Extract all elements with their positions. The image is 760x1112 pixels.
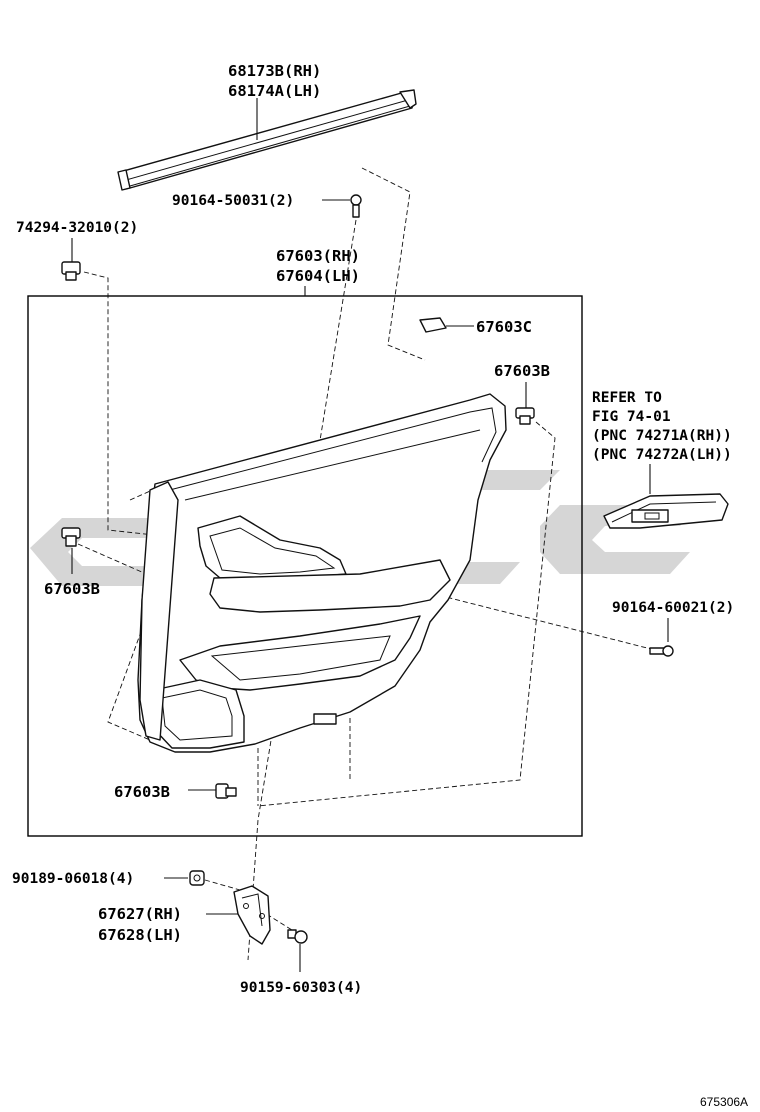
label-bracket-lh: 67628(LH) [98,926,182,944]
label-screw-bracket: 90159-60303(4) [240,980,362,996]
label-screw-top: 90164-50031(2) [172,193,294,209]
screw-bracket-icon [287,929,308,944]
refer-note-line1: REFER TO [592,390,662,406]
refer-note-line4: (PNC 74272A(LH)) [592,447,732,463]
label-nut-left: 90189-06018(4) [12,871,134,887]
bracket-part [233,885,271,945]
label-trim-rh: 67603(RH) [276,247,360,265]
belt-moulding-part [117,89,417,191]
refer-note-line3: (PNC 74271A(RH)) [592,428,732,444]
refer-note-line2: FIG 74-01 [592,409,671,425]
label-clip-b-upper-right: 67603B [494,362,550,380]
label-clip-74294: 74294-32010(2) [16,220,138,236]
clip-b-bottom-icon [215,783,237,799]
label-pad-67603c: 67603C [476,318,532,336]
screw-top-icon [350,194,362,218]
nut-left-icon [189,870,205,886]
door-trim-panel [137,393,507,753]
pad-67603c-icon [419,317,447,333]
label-belt-moulding-lh: 68174A(LH) [228,82,321,100]
clip-b-upper-right-icon [515,407,535,425]
label-clip-b-bottom: 67603B [114,783,170,801]
clip-74294-icon [61,261,81,281]
label-bracket-rh: 67627(RH) [98,905,182,923]
label-trim-lh: 67604(LH) [276,267,360,285]
label-screw-right: 90164-60021(2) [612,600,734,616]
label-belt-moulding-rh: 68173B(RH) [228,62,321,80]
figure-number: 675306A [700,1095,748,1109]
clip-b-left-icon [61,527,81,547]
switch-panel-part [603,493,729,529]
label-clip-b-left: 67603B [44,580,100,598]
screw-right-icon [649,645,674,657]
